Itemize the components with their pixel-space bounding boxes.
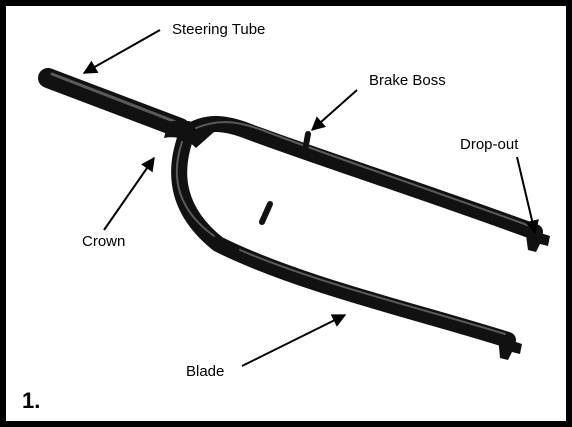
fork-illustration bbox=[48, 74, 550, 360]
drop-out-label: Drop-out bbox=[460, 137, 518, 152]
steering-tube-arrow bbox=[84, 30, 160, 73]
steering-tube-label: Steering Tube bbox=[172, 22, 265, 37]
crown-arrow bbox=[104, 158, 154, 230]
blade-label: Blade bbox=[186, 364, 224, 379]
crown-label: Crown bbox=[82, 234, 125, 249]
brake-boss-shape-lower bbox=[262, 204, 270, 222]
brake-boss-shape-upper bbox=[304, 134, 308, 156]
steering-tube-shape bbox=[48, 78, 180, 128]
blade-arrow bbox=[242, 315, 345, 366]
figure-number: 1. bbox=[22, 390, 40, 412]
brake-boss-label: Brake Boss bbox=[369, 73, 446, 88]
brake-boss-arrow bbox=[312, 90, 357, 130]
